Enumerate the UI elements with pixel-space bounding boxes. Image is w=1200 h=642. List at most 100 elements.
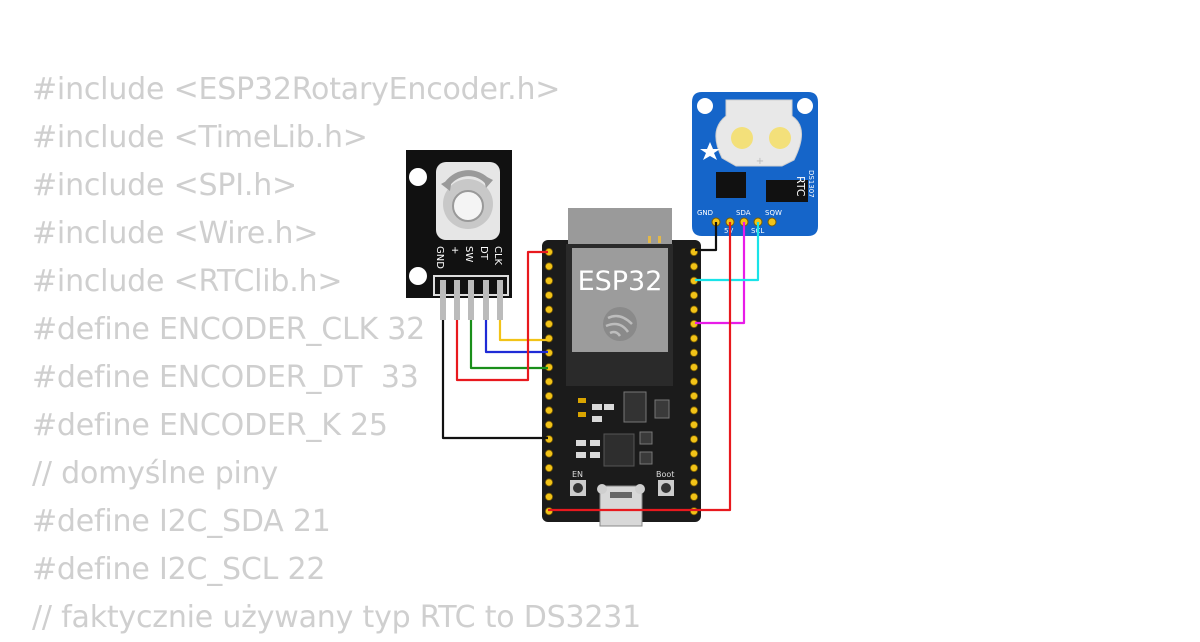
wire-rtc-gnd xyxy=(695,222,718,252)
esp32-header-pin[interactable] xyxy=(690,377,699,386)
code-line: #define I2C_SDA 21 xyxy=(32,504,331,539)
code-line: #define I2C_SCL 22 xyxy=(32,552,326,587)
encoder-pin-label-vcc: + xyxy=(449,246,460,254)
esp32-antenna xyxy=(568,208,672,244)
battery-plus-icon: + xyxy=(756,156,764,167)
en-button-cap xyxy=(573,483,583,493)
battery-holder xyxy=(715,99,802,167)
esp32-header-pin[interactable] xyxy=(545,435,554,444)
code-line: #define ENCODER_CLK 32 xyxy=(32,312,426,347)
wire-encoder-dt xyxy=(484,320,548,354)
rtc-pin-label-5v: 5V xyxy=(724,227,733,235)
esp32-header-pin[interactable] xyxy=(690,334,699,343)
esp32-header-pin[interactable] xyxy=(690,463,699,472)
esp32-header-pin[interactable] xyxy=(545,276,554,285)
encoder-pin[interactable] xyxy=(483,280,489,320)
rtc-pin[interactable] xyxy=(767,217,777,227)
esp32-header-pin[interactable] xyxy=(545,262,554,271)
esp32-header-pin[interactable] xyxy=(545,492,554,501)
code-line: #include <RTClib.h> xyxy=(32,264,343,299)
smd-component xyxy=(578,412,586,417)
esp32-left-header xyxy=(545,247,554,516)
esp32-header-pin[interactable] xyxy=(545,291,554,300)
rtc-module[interactable]: + RTC DS1307 GND SDA SQW 5V SCL xyxy=(692,92,818,236)
esp32-header-pin[interactable] xyxy=(690,478,699,487)
encoder-pin[interactable] xyxy=(440,280,446,320)
usb-shell xyxy=(635,484,645,494)
crystal xyxy=(766,180,808,202)
esp32-header-pin[interactable] xyxy=(545,463,554,472)
wire-encoder-clk xyxy=(498,320,548,342)
code-line: // faktycznie używany typ RTC to DS3231 xyxy=(32,600,642,635)
esp32-header-pin[interactable] xyxy=(545,377,554,386)
rotate-arrow-icon xyxy=(483,175,493,188)
smd-component xyxy=(592,416,602,422)
esp32-header-pin[interactable] xyxy=(690,291,699,300)
encoder-pin-label-gnd: GND xyxy=(434,246,445,269)
encoder-pin[interactable] xyxy=(454,280,460,320)
esp32-header-pin[interactable] xyxy=(690,348,699,357)
code-line: #define ENCODER_DT 33 xyxy=(32,360,419,395)
esp32-right-header xyxy=(690,247,699,516)
rtc-chip-label: DS1307 xyxy=(807,170,815,198)
encoder-shaft xyxy=(452,190,484,222)
esp32-label: ESP32 xyxy=(578,266,663,297)
esp32-header-pin[interactable] xyxy=(690,391,699,400)
esp32-header-pin[interactable] xyxy=(690,420,699,429)
rtc-pin-label-sda: SDA xyxy=(736,209,751,217)
esp32-header-pin[interactable] xyxy=(545,406,554,415)
esp32-devkit[interactable]: ESP32 EN Boot xyxy=(542,208,701,527)
usb-contacts xyxy=(610,492,632,498)
esp32-header-pin[interactable] xyxy=(545,507,554,516)
smd-component xyxy=(639,451,653,465)
battery-contact xyxy=(769,127,791,149)
code-line: #define ENCODER_K 25 xyxy=(32,408,388,443)
encoder-pin-label-sw: SW xyxy=(463,246,474,262)
encoder-pin[interactable] xyxy=(468,280,474,320)
esp32-header-pin[interactable] xyxy=(545,420,554,429)
wire-encoder-gnd xyxy=(441,320,548,440)
code-line: #include <ESP32RotaryEncoder.h> xyxy=(32,72,561,107)
antenna-trace xyxy=(648,236,651,243)
smd-component xyxy=(639,431,653,445)
esp32-header-pin[interactable] xyxy=(690,262,699,271)
esp32-header-pin[interactable] xyxy=(545,391,554,400)
esp32-header-pin[interactable] xyxy=(690,406,699,415)
rotate-arrow-icon xyxy=(441,178,452,191)
boot-button-label: Boot xyxy=(656,470,674,479)
esp32-header-pin[interactable] xyxy=(690,449,699,458)
smd-component xyxy=(590,452,600,458)
rtc-mount-hole xyxy=(697,98,713,114)
smd-component xyxy=(590,440,600,446)
esp32-header-pin[interactable] xyxy=(690,363,699,372)
code-line: #include <TimeLib.h> xyxy=(32,120,368,155)
wire-rtc-vcc xyxy=(548,222,732,512)
code-line: #include <Wire.h> xyxy=(32,216,319,251)
smd-component xyxy=(592,404,602,410)
smd-component xyxy=(576,440,586,446)
esp32-header-pin[interactable] xyxy=(545,305,554,314)
esp32-header-pin[interactable] xyxy=(690,507,699,516)
antenna-trace xyxy=(658,236,661,243)
esp32-header-pin[interactable] xyxy=(690,435,699,444)
wire-encoder-sw xyxy=(469,320,548,370)
smd-component xyxy=(604,404,614,410)
rtc-pin-label-sqw: SQW xyxy=(765,209,782,217)
usb-uart-chip xyxy=(603,433,635,467)
esp32-header-pin[interactable] xyxy=(545,478,554,487)
esp32-header-pin[interactable] xyxy=(545,319,554,328)
esp32-header-pin[interactable] xyxy=(545,449,554,458)
esp32-header-pin[interactable] xyxy=(690,305,699,314)
espressif-logo-icon xyxy=(605,314,633,337)
en-button-label: EN xyxy=(572,470,583,479)
esp32-header-pin[interactable] xyxy=(690,492,699,501)
rtc-chip xyxy=(716,172,746,198)
boot-button-cap xyxy=(661,483,671,493)
code-line: // domyślne piny xyxy=(32,456,279,491)
rotary-encoder-module[interactable]: GND + SW DT CLK xyxy=(406,150,512,320)
encoder-pin[interactable] xyxy=(497,280,503,320)
wire-rtc-sda xyxy=(695,222,746,325)
voltage-regulator xyxy=(623,391,647,423)
encoder-mount-hole xyxy=(409,267,427,285)
battery-contact xyxy=(731,127,753,149)
